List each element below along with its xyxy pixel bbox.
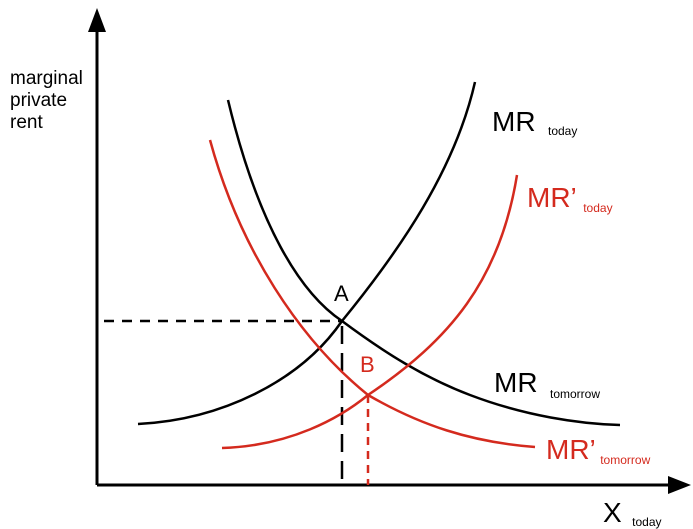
y-axis-title-line-2: private	[10, 90, 67, 111]
curve-mr-tomorrow	[226, 99, 621, 427]
label-mr-prime-today-main: MR’	[527, 182, 577, 213]
x-axis-label: X today	[603, 497, 662, 529]
axes	[88, 8, 691, 494]
label-mr-prime-today-sub: today	[583, 201, 612, 215]
label-mr-tomorrow-sub: tomorrow	[550, 387, 600, 401]
x-axis-label-subscript: today	[632, 515, 661, 529]
x-axis-label-main: X	[603, 497, 622, 528]
y-axis-title: marginal private rent	[10, 68, 88, 133]
label-mr-prime-tomorrow-sub: tomorrow	[600, 453, 650, 467]
y-axis-arrowhead	[88, 8, 106, 32]
label-mr-today: MR today	[492, 106, 577, 138]
label-mr-prime-tomorrow-main: MR’	[546, 434, 596, 465]
point-label-a: A	[334, 281, 349, 306]
label-mr-today-sub: today	[548, 124, 577, 138]
curve-mr-prime-tomorrow	[208, 139, 536, 449]
label-mr-tomorrow: MR tomorrow	[494, 367, 600, 401]
curve-mr-prime-today	[221, 174, 519, 450]
y-axis-title-line-1: marginal	[10, 68, 83, 89]
curve-mr-today	[137, 81, 477, 426]
label-mr-today-main: MR	[492, 106, 536, 137]
guide-lines	[104, 319, 370, 485]
y-axis-title-line-3: rent	[10, 112, 43, 133]
label-mr-prime-today: MR’ today	[527, 182, 613, 215]
x-axis-arrowhead	[668, 476, 691, 494]
curves	[137, 81, 621, 450]
point-label-b: B	[360, 352, 375, 377]
label-mr-tomorrow-main: MR	[494, 367, 538, 398]
label-mr-prime-tomorrow: MR’ tomorrow	[546, 434, 651, 467]
